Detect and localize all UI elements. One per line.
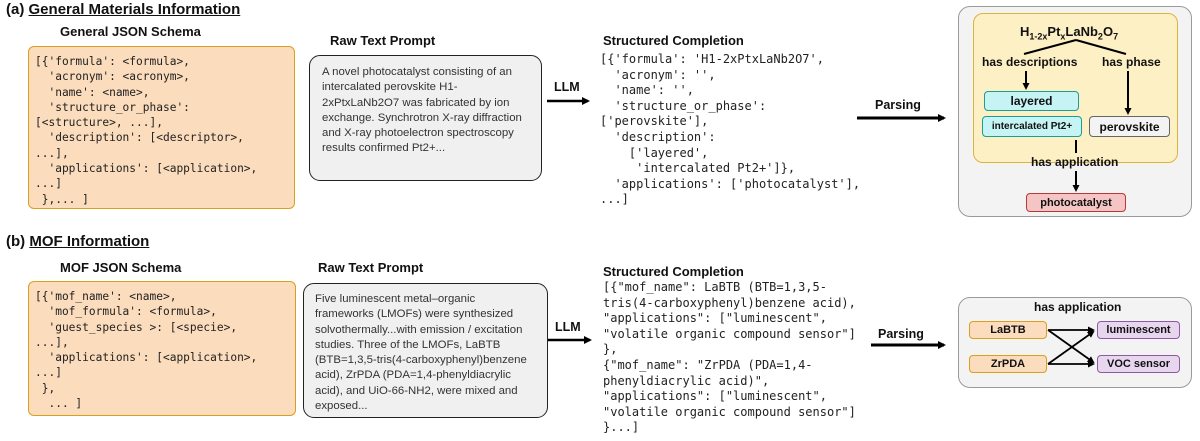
node-labtb: LaBTB bbox=[969, 321, 1047, 339]
completion-line: phenyldiacrylic acid)", bbox=[603, 373, 770, 388]
completion-line: 'acronym': '', bbox=[600, 67, 716, 82]
section-b-title: (b) MOF Information bbox=[6, 233, 149, 250]
completion-line: 'intercalated Pt2+']}, bbox=[600, 161, 796, 176]
completion-line: 'description': bbox=[600, 129, 716, 144]
completion-line: "applications": ["luminescent", bbox=[603, 389, 827, 404]
mof-schema-code: [{'mof_name': <name>, 'mof_formula': <fo… bbox=[29, 282, 295, 418]
parsing-label-b: Parsing bbox=[878, 327, 924, 341]
schema-line: [{'mof_name': <name>, bbox=[35, 290, 177, 303]
completion-line: "volatile organic compound sensor"] bbox=[603, 326, 856, 341]
completion-line: 'name': '', bbox=[600, 83, 694, 98]
schema-line: 'acronym': <acronym>, bbox=[35, 70, 190, 84]
schema-line: 'guest_species >: [<specie>, bbox=[35, 320, 238, 334]
section-b-title-text: MOF Information bbox=[29, 233, 150, 250]
schema-line: ...], bbox=[35, 335, 69, 349]
completion-line: "applications": ["luminescent", bbox=[603, 311, 827, 326]
schema-line: ...] bbox=[35, 366, 62, 380]
section-a-label: (a) bbox=[6, 1, 25, 18]
raw-prompt-heading-a: Raw Text Prompt bbox=[330, 33, 436, 48]
section-a-title-text: General Materials Information bbox=[28, 1, 241, 18]
completion-line: 'structure_or_phase': bbox=[600, 98, 767, 113]
structured-completion-b: [{"mof_name": LaBTB (BTB=1,3,5-tris(4-ca… bbox=[603, 280, 856, 436]
node-intercalated: intercalated Pt2+ bbox=[982, 116, 1082, 137]
completion-line: [{"mof_name": LaBTB (BTB=1,3,5- bbox=[603, 280, 827, 294]
schema-line: ... ] bbox=[35, 397, 83, 411]
rel-has-application-a: has application bbox=[1031, 155, 1119, 169]
schema-line: 'applications': [<application>, bbox=[35, 351, 258, 365]
schema-line: 'description': [<descriptor>, bbox=[35, 131, 244, 145]
schema-line: 'name': <name>, bbox=[35, 85, 150, 99]
raw-prompt-heading-b: Raw Text Prompt bbox=[318, 260, 424, 275]
mof-schema-heading: MOF JSON Schema bbox=[60, 260, 182, 275]
schema-line: 'applications': [<application>, bbox=[35, 162, 258, 176]
completion-line: "volatile organic compound sensor"] bbox=[603, 404, 856, 419]
node-zrpda: ZrPDA bbox=[969, 355, 1047, 373]
node-layered: layered bbox=[984, 91, 1079, 111]
llm-label-b: LLM bbox=[555, 320, 581, 334]
rel-has-application-b: has application bbox=[1034, 300, 1122, 314]
raw-prompt-text-b: Five luminescent metal–organic framework… bbox=[315, 293, 527, 413]
completion-line: ...] bbox=[600, 192, 629, 207]
rel-has-descriptions: has descriptions bbox=[982, 55, 1078, 69]
schema-line: 'mof_formula': <formula>, bbox=[35, 305, 217, 319]
raw-prompt-box-a: A novel photocatalyst consisting of an i… bbox=[309, 55, 542, 181]
completion-line: tris(4-carboxyphenyl)benzene acid), bbox=[603, 295, 856, 310]
section-b-label: (b) bbox=[6, 233, 26, 250]
completion-line: [{'formula': 'H1-2xPtxLaNb2O7', bbox=[600, 52, 824, 66]
completion-line: }, bbox=[603, 342, 618, 357]
raw-prompt-text-a: A novel photocatalyst consisting of an i… bbox=[322, 66, 522, 155]
node-luminescent: luminescent bbox=[1097, 321, 1180, 339]
schema-line: [{'formula': <formula>, bbox=[35, 55, 190, 68]
completion-heading-b: Structured Completion bbox=[603, 264, 744, 279]
completion-line: 'applications': ['photocatalyst'], bbox=[600, 176, 861, 191]
schema-line: 'structure_or_phase': bbox=[35, 100, 190, 114]
schema-line: ...], bbox=[35, 146, 69, 160]
mof-schema-box: [{'mof_name': <name>, 'mof_formula': <fo… bbox=[28, 281, 296, 416]
node-photocatalyst: photocatalyst bbox=[1026, 193, 1126, 212]
node-voc-sensor: VOC sensor bbox=[1097, 355, 1180, 373]
edge-zrpda-luminescent bbox=[1047, 330, 1095, 365]
parsing-label-a: Parsing bbox=[875, 98, 921, 112]
completion-heading-a: Structured Completion bbox=[603, 33, 744, 48]
general-schema-heading: General JSON Schema bbox=[60, 24, 201, 39]
schema-line: },... ] bbox=[35, 192, 89, 206]
raw-prompt-box-b: Five luminescent metal–organic framework… bbox=[303, 283, 548, 418]
general-schema-code: [{'formula': <formula>, 'acronym': <acro… bbox=[29, 47, 294, 214]
edge-formula-phase bbox=[1075, 39, 1127, 55]
formula-label: H1-2xPtxLaNb2O7 bbox=[1020, 24, 1119, 42]
llm-label-a: LLM bbox=[554, 80, 580, 94]
completion-line: {"mof_name": "ZrPDA (PDA=1,4- bbox=[603, 357, 813, 372]
general-schema-box: [{'formula': <formula>, 'acronym': <acro… bbox=[28, 46, 295, 209]
node-perovskite: perovskite bbox=[1089, 116, 1170, 137]
edge-formula-descriptions bbox=[1023, 39, 1077, 55]
section-a-title: (a) General Materials Information bbox=[6, 1, 240, 18]
schema-line: ...] bbox=[35, 177, 62, 191]
edge-labtb-voc bbox=[1047, 329, 1095, 364]
rel-has-phase: has phase bbox=[1102, 55, 1161, 69]
completion-line: }...] bbox=[603, 420, 640, 435]
structured-completion-a: [{'formula': 'H1-2xPtxLaNb2O7', 'acronym… bbox=[600, 52, 860, 208]
schema-line: [<structure>, ...], bbox=[35, 116, 163, 130]
completion-line: ['perovskite'], bbox=[600, 114, 709, 129]
schema-line: }, bbox=[35, 381, 56, 395]
material-entity-box bbox=[973, 13, 1178, 163]
completion-line: ['layered', bbox=[600, 145, 709, 160]
